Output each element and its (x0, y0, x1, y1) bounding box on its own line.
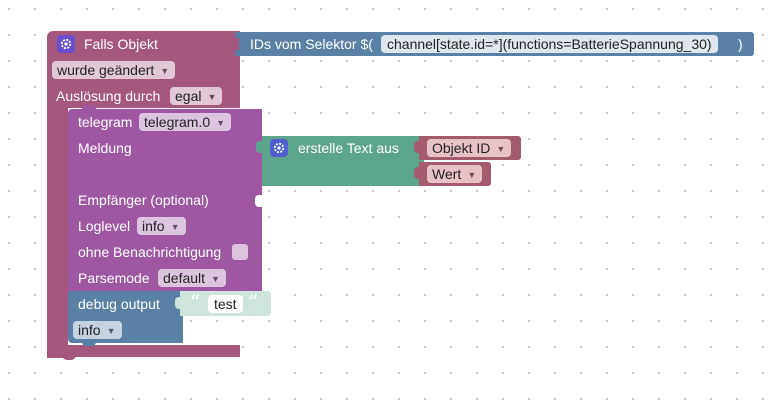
text-join-label: erstelle Text aus (298, 140, 399, 156)
telegram-name: telegram (78, 114, 133, 130)
chevron-down-icon: ▼ (467, 170, 477, 180)
ausloesung-dropdown-value: egal (175, 88, 202, 104)
event-block-bottom (47, 345, 240, 357)
trigger-dropdown-value: wurde geändert (57, 62, 155, 78)
string-value-field[interactable]: test (208, 295, 243, 313)
chevron-down-icon: ▼ (207, 92, 217, 102)
wert-value: Wert (432, 166, 462, 182)
chevron-down-icon: ▼ (106, 326, 116, 336)
string-value: test (214, 296, 237, 312)
parsemode-label: Parsemode (78, 270, 150, 286)
loglevel-label: Loglevel (78, 218, 131, 234)
gear-icon[interactable] (270, 139, 288, 157)
ausloesung-label: Auslösung durch (56, 88, 161, 104)
wert-dropdown[interactable]: Wert ▼ (427, 165, 483, 183)
parsemode-value: default (163, 270, 206, 286)
objekt-id-dropdown[interactable]: Objekt ID ▼ (427, 139, 512, 157)
chevron-down-icon: ▼ (160, 66, 170, 76)
trigger-dropdown[interactable]: wurde geändert ▼ (52, 61, 176, 79)
telegram-block[interactable] (68, 109, 262, 291)
meldung-label: Meldung (78, 140, 132, 156)
telegram-instance-value: telegram.0 (144, 114, 211, 130)
telegram-instance-dropdown[interactable]: telegram.0 ▼ (139, 113, 232, 131)
ausloesung-dropdown[interactable]: egal ▼ (170, 87, 223, 105)
text-join-connector-tab (256, 141, 266, 153)
empfaenger-input-socket[interactable] (255, 195, 264, 207)
chevron-down-icon: ▼ (211, 274, 220, 284)
event-block-body-left (47, 100, 68, 358)
debug-level-dropdown[interactable]: info ▼ (73, 321, 122, 339)
ohne-benachrichtigung-checkbox[interactable] (232, 244, 248, 260)
ohne-benachrichtigung-label: ohne Benachrichtigung (78, 244, 222, 260)
loglevel-value: info (142, 218, 165, 234)
event-title: Falls Objekt (84, 36, 158, 52)
string-block-tab (175, 297, 183, 309)
chevron-down-icon: ▼ (496, 144, 506, 154)
objekt-id-value: Objekt ID (432, 140, 491, 156)
selector-close-paren: ) (738, 36, 743, 52)
telegram-block-top-notch (82, 105, 96, 111)
wert-block-tab (414, 167, 422, 179)
debug-label: debug output (78, 296, 160, 312)
event-block-bottom-notch (62, 352, 76, 360)
selector-value: channel[state.id=*](functions=BatterieSp… (387, 36, 712, 52)
chevron-down-icon: ▼ (216, 118, 226, 128)
gear-icon[interactable] (57, 35, 75, 53)
open-quote: “ (190, 290, 201, 314)
selector-connector-tab (229, 38, 239, 50)
objekt-id-block-tab (414, 141, 422, 153)
debug-block-bottom-notch (82, 340, 96, 346)
chevron-down-icon: ▼ (170, 222, 180, 232)
parsemode-dropdown[interactable]: default ▼ (158, 269, 226, 287)
loglevel-dropdown[interactable]: info ▼ (137, 217, 186, 235)
debug-level-value: info (78, 322, 101, 338)
close-quote: ” (248, 290, 259, 314)
empfaenger-label: Empfänger (optional) (78, 192, 209, 208)
text-join-block[interactable] (262, 136, 424, 186)
selector-label: IDs vom Selektor $( (250, 36, 373, 52)
selector-value-field[interactable]: channel[state.id=*](functions=BatterieSp… (381, 35, 718, 53)
